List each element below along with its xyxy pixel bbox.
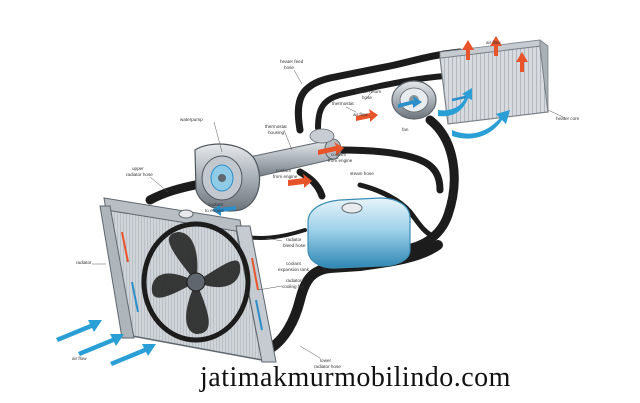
label-thermostat-housing-1: thermostat xyxy=(265,124,287,129)
coolant-flow-arrows xyxy=(212,96,422,216)
heater-airflow-arrows xyxy=(462,36,528,72)
label-heater-feed-hose-2: hose xyxy=(284,65,294,70)
label-heater-return-hose-2: hose xyxy=(362,95,372,100)
upper-radiator-hose xyxy=(145,179,205,205)
watermark-text: jatimakmurmobilindo.com xyxy=(200,362,511,393)
label-coolant-from-engine-1b: from engine xyxy=(328,158,353,163)
heater-return-hose xyxy=(315,73,448,131)
label-upper-radiator-hose-1: upper xyxy=(132,166,144,171)
heater-outlet-hose xyxy=(395,115,459,255)
label-coolant-to-engine-2: to engine xyxy=(205,208,224,213)
label-heater-return-hose-1: heater return xyxy=(355,89,382,94)
label-coolant-from-engine-1: coolant xyxy=(331,152,347,157)
label-radiator-bleed-hose-2: bleed hose xyxy=(283,243,306,248)
label-lower-radiator-hose-2: radiator hose xyxy=(314,364,341,369)
label-coolant-from-engine-2b: from engine xyxy=(273,174,298,179)
label-thermostat: thermostat xyxy=(332,101,354,106)
label-lower-radiator-hose-1: lower xyxy=(320,358,331,363)
label-coolant-to-engine-1: coolant xyxy=(208,202,224,207)
label-heater-feed-hose-1: heater feed xyxy=(280,59,304,64)
label-radiator-bleed-hose-1: radiator xyxy=(286,237,302,242)
leader-lines xyxy=(92,69,566,359)
label-steam-hose: steam hose xyxy=(350,171,374,176)
heater-feed-hose xyxy=(294,48,464,134)
coolant-expansion-tank xyxy=(307,197,411,269)
label-waterpump: waterpump xyxy=(180,117,203,122)
hot-flow-arrow xyxy=(356,109,378,122)
label-thermostat-housing-2: housing xyxy=(268,130,285,135)
label-fan: fan xyxy=(402,127,409,132)
label-air-flow-bottom: air flow xyxy=(72,356,87,361)
heater-intake-airflow xyxy=(438,88,510,139)
label-heater-core: heater core xyxy=(556,116,580,121)
label-air-flow-top: air flow xyxy=(486,40,501,45)
steam-hose xyxy=(357,182,435,239)
cool-flow-arrow xyxy=(398,96,422,108)
label-coolant-expansion-tank-2: expansion tank xyxy=(278,267,310,272)
label-air-flow-mid: air flow xyxy=(353,112,368,117)
label-radiator: radiator xyxy=(76,260,92,265)
hot-flow-arrow xyxy=(318,142,344,156)
hot-flow-arrow xyxy=(288,174,312,188)
radiator-cooling-fan xyxy=(141,221,251,343)
label-upper-radiator-hose-2: radiator hose xyxy=(126,172,153,177)
radiator-airflow-arrows xyxy=(56,320,156,366)
waterpump xyxy=(194,143,261,212)
label-radiator-cooling-fan-1: radiator xyxy=(286,278,302,283)
label-coolant-from-engine-2: coolant xyxy=(276,168,292,173)
coolant-return-hose xyxy=(336,146,444,194)
cool-flow-arrow xyxy=(212,204,236,216)
label-radiator-cooling-fan-2: cooling fan xyxy=(282,284,305,289)
label-coolant-expansion-tank-1: coolant xyxy=(286,261,302,266)
labels: air flow heater feed hose heater return … xyxy=(72,40,580,369)
thermostat-hose xyxy=(296,168,326,200)
